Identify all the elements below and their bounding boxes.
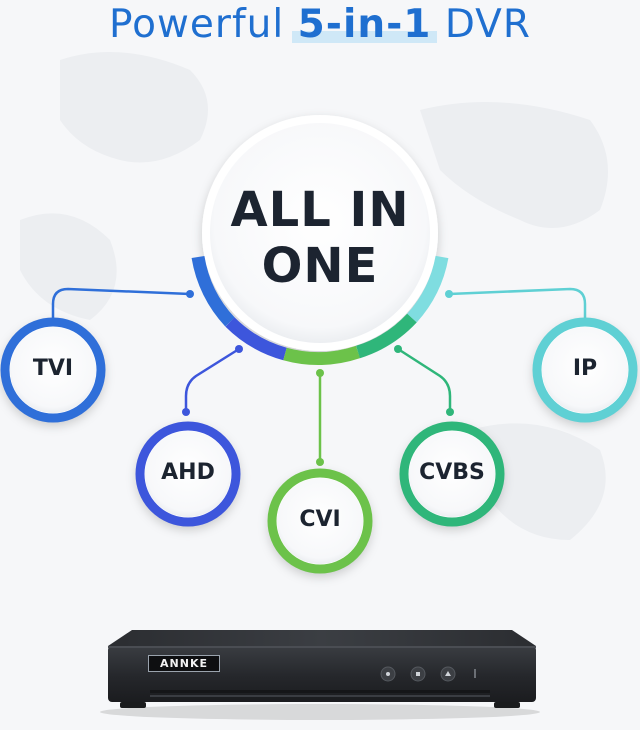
connector-tvi [51,287,191,318]
center-text: ALL IN ONE [200,182,440,294]
title-suffix: DVR [431,2,531,47]
format-circle-cvbs [399,421,505,527]
power-icon [380,666,396,682]
format-circle-cvi [267,468,373,574]
format-circle-tvi [0,317,106,423]
center-line-1: ALL IN [230,182,410,238]
title-prefix: Powerful [109,2,298,47]
connector-ahd [184,347,240,412]
brand-logo: ANNKE [148,655,220,672]
world-map-background [20,52,608,540]
format-label-ip: IP [572,356,598,381]
dvr-device [100,630,540,720]
format-label-cvi: CVI [299,507,341,532]
center-circle [191,115,449,365]
format-circle-ip [532,317,638,423]
format-circle-ahd [135,421,241,527]
status-led [474,669,476,678]
header: Powerful 5-in-1 DVR [0,0,640,50]
connector-ip [448,287,587,318]
format-label-cvbs: CVBS [419,460,485,485]
stop-icon [410,666,426,682]
center-line-2: ONE [261,238,379,294]
page-title: Powerful 5-in-1 DVR [0,2,640,47]
title-highlight: 5-in-1 [298,2,432,47]
format-label-ahd: AHD [161,460,215,485]
title-bold: 5-in-1 [297,2,432,47]
eject-icon [440,666,456,682]
connectors [51,287,587,466]
format-label-tvi: TVI [32,356,74,381]
connector-cvbs [397,347,452,412]
